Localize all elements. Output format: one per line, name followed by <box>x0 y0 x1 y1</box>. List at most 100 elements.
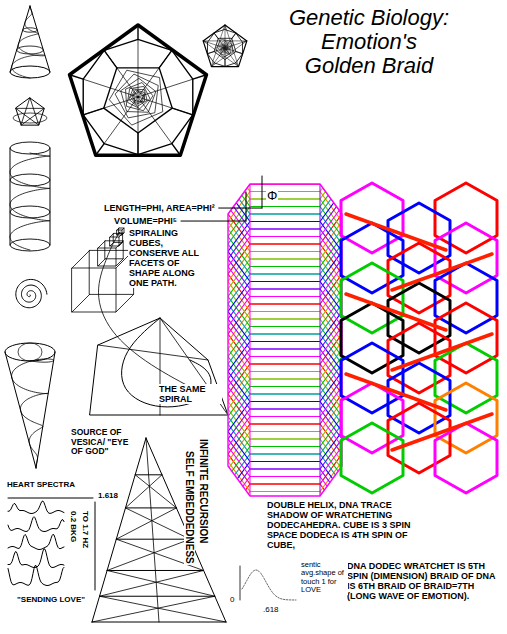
annotation-label: DNA DODEC WRATCHET IS 5TH SPIN (DIMENSIO… <box>346 561 503 601</box>
star-pentagon <box>16 98 45 125</box>
dodecahedron-edge <box>104 50 117 67</box>
cube-edge <box>117 228 119 230</box>
pyramid-brace <box>100 570 204 596</box>
dodecahedron-edge <box>225 60 226 67</box>
annotation-label: 0 <box>229 596 235 605</box>
leader-line <box>262 176 263 208</box>
spectra-axis <box>95 502 96 590</box>
leader-line <box>219 208 262 209</box>
star-line <box>203 25 247 67</box>
dodecahedron-edge <box>83 39 193 154</box>
annotation-label: DOUBLE HELIX, DNA TRACE SHADOW OF WRATCH… <box>266 500 420 550</box>
cube-edge <box>110 233 114 237</box>
spiral-frame <box>98 345 208 360</box>
shadow-hexagon <box>228 147 342 207</box>
cube-edge <box>122 228 124 230</box>
shadow-hexagon <box>228 417 342 477</box>
vesica-ellipse <box>5 343 55 361</box>
spectra-wave <box>8 549 64 568</box>
spectra-wave <box>8 534 64 549</box>
web-pentagon <box>218 41 232 55</box>
shadow-hexagon <box>228 177 342 237</box>
annotation-label: SOURCE OF VESICA/ "EYE OF GOD" <box>70 428 138 457</box>
web-pentagon <box>126 83 153 111</box>
braid-strand <box>392 414 492 450</box>
pyramid-level <box>116 539 190 540</box>
web-pentagon <box>109 71 162 126</box>
dodecahedron-edge <box>70 75 84 79</box>
web-pentagon <box>222 45 228 51</box>
annotation-label: LENGTH=PHI, AREA=PHI² <box>103 203 216 213</box>
pyramid-edge <box>146 438 226 622</box>
pyramid-brace <box>107 570 215 596</box>
dodecahedron-edge <box>214 33 218 39</box>
shadow-hexagon <box>228 357 342 417</box>
web-pentagon <box>222 45 229 52</box>
cube-edge <box>116 294 134 312</box>
cube-edge <box>119 233 123 237</box>
web-pentagon <box>219 42 230 53</box>
dodecahedron-edge <box>137 133 138 155</box>
cone-spiral <box>12 6 45 78</box>
shadow-hexagon <box>228 237 342 297</box>
sentic-axis <box>240 566 241 600</box>
dodecahedron-edge <box>96 144 104 156</box>
annotation-label: THE SAME SPIRAL <box>158 384 222 404</box>
web-pentagon <box>132 91 143 102</box>
shadow-hexagon <box>228 409 342 469</box>
web-pentagon <box>115 74 158 117</box>
web-pentagon <box>224 46 227 49</box>
cube-edge <box>116 241 123 248</box>
dodecahedron-outline <box>70 25 207 155</box>
pyramid-edge <box>92 438 146 622</box>
pyramid-brace <box>125 508 190 539</box>
dodecahedron-edge <box>208 52 215 54</box>
web-pentagon <box>223 46 227 50</box>
pyramid-brace <box>135 475 176 508</box>
dodecahedron-edge <box>193 75 207 79</box>
pyramid-edge <box>146 438 159 622</box>
annotation-label: SELF EMBEDDEDNESS <box>184 450 195 565</box>
shadow-hexagon <box>228 349 342 409</box>
cube-edge <box>72 250 90 268</box>
annotation-label: SPIRALING CUBES, CONSERVE ALL FACETS OF … <box>128 228 212 288</box>
web-pentagon <box>223 46 227 51</box>
star-ellipse <box>13 113 47 123</box>
pyramid-level <box>125 507 176 508</box>
annotation-label: 0.2 BKG <box>68 510 77 543</box>
leader-line <box>181 221 246 222</box>
dodecahedron-edge <box>172 144 180 156</box>
annotation-label: HEART SPECTRA <box>6 481 76 490</box>
dodecahedron-edge <box>236 52 243 54</box>
annotation-label: "SENDING LOVE" <box>16 596 86 605</box>
shadow-hexagon <box>228 169 342 229</box>
braid-strand <box>346 214 446 250</box>
annotation-label: INFINITE RECURSION <box>198 438 209 544</box>
web-pentagon <box>130 90 144 104</box>
flat-spiral <box>16 279 47 307</box>
annotation-label: VOLUME=PHI⁵ <box>113 216 178 226</box>
braid-strand <box>392 334 492 370</box>
cylinder-side <box>50 148 51 245</box>
shadow-line <box>320 184 321 496</box>
dodecahedron-outline <box>203 25 247 67</box>
cube-edge <box>90 250 134 294</box>
web-pentagon <box>129 89 147 106</box>
cube-edge <box>72 294 90 312</box>
annotation-label: Φ <box>266 189 278 204</box>
pyramid-brace <box>125 475 162 508</box>
sentic-curve <box>242 570 296 600</box>
cone-line <box>36 352 55 468</box>
cube-edge <box>72 268 116 312</box>
dodecahedron-edge <box>137 25 138 39</box>
pyramid-level <box>100 596 215 597</box>
cylinder-side <box>10 148 11 245</box>
braid-strand <box>346 374 446 410</box>
web-pentagon <box>221 43 230 52</box>
dodecahedron-edge <box>172 108 193 115</box>
figure-art <box>5 6 497 622</box>
pyramid-level <box>107 570 203 571</box>
pyramid-level <box>92 622 226 623</box>
braid-hexagon <box>435 423 497 493</box>
